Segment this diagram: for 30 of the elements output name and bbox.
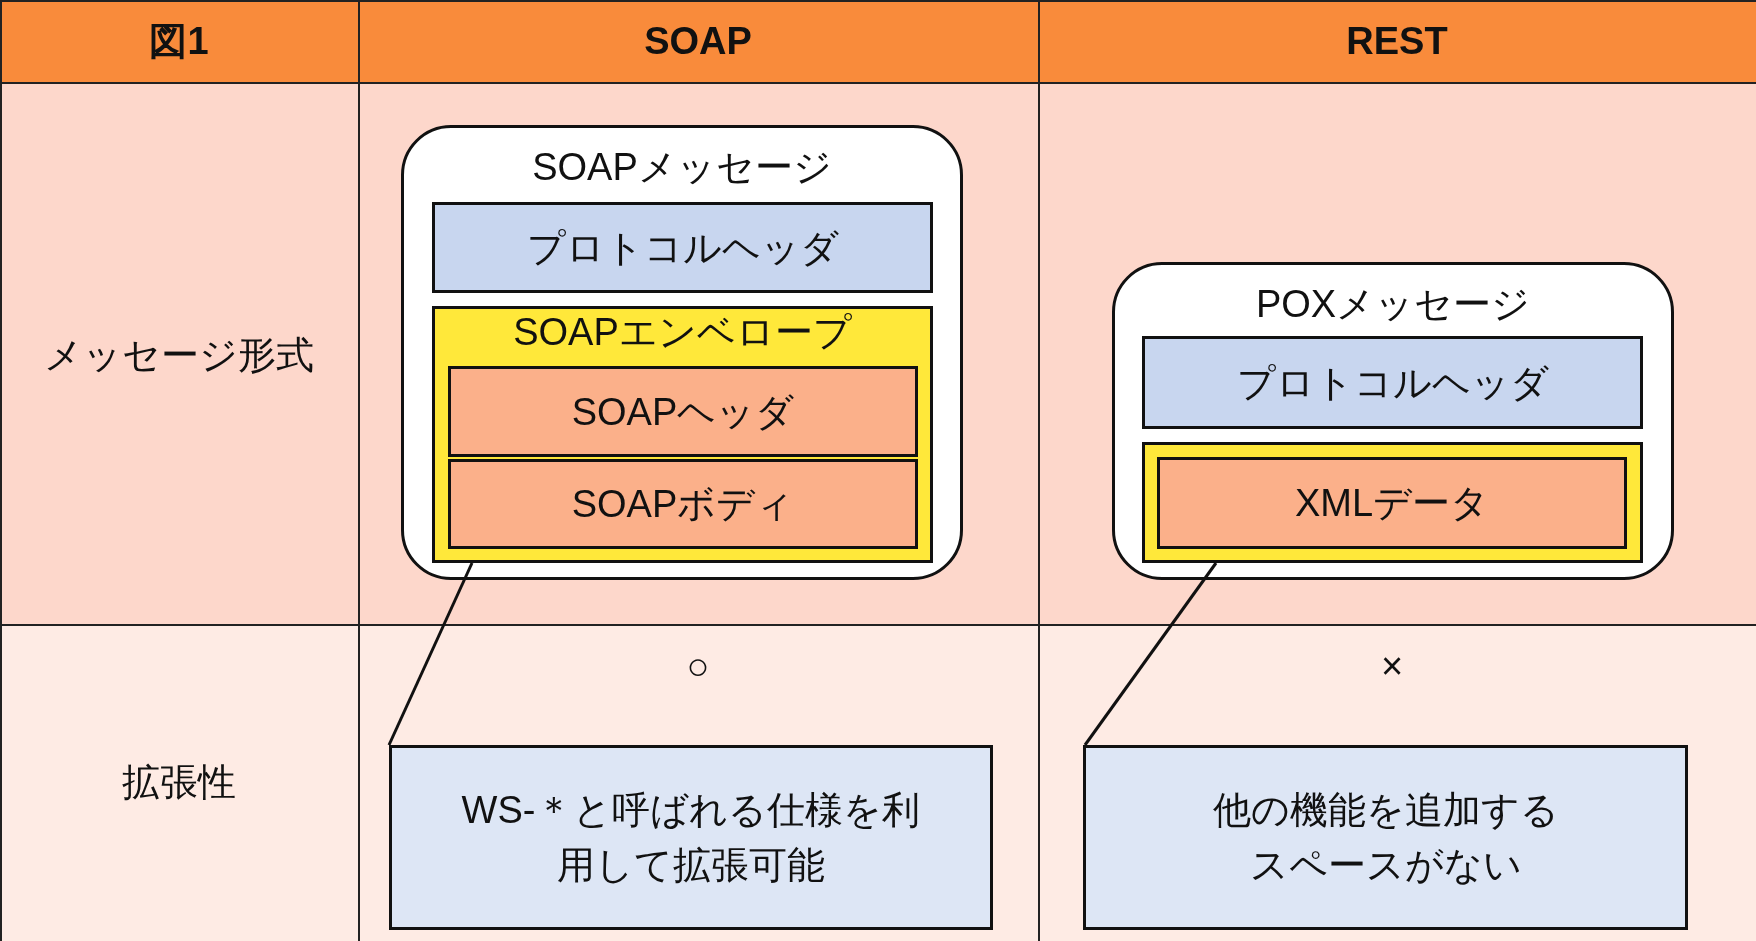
cross-mark: × [1380,644,1404,688]
column-header: SOAP [644,19,752,63]
envelope-layer [1142,442,1643,563]
message-box-label: SOAPメッセージ [531,148,833,186]
message-box [1112,262,1674,580]
envelope-layer [432,306,933,563]
header-layer-label: プロトコルヘッダ [525,225,840,270]
row-header: 拡張性 [122,759,236,805]
row-header: メッセージ形式 [44,332,314,378]
callout-box-label: WS-＊と呼ばれる仕様を利用して拡張可能 [460,787,922,888]
callout-box [389,745,993,930]
message-box-label: POXメッセージ [1254,285,1532,323]
body-layer-label: SOAPボディ [570,481,796,527]
leader-line [1083,562,1218,746]
body-layer [448,459,918,549]
circle-mark: ○ [686,644,710,688]
figure-number: 図1 [149,18,209,64]
callout-box-label: 他の機能を追加するスペースがない [1211,787,1560,888]
header-layer [1142,336,1643,429]
data-layer [1157,457,1627,549]
column-header: REST [1346,19,1448,63]
leader-line [387,562,474,746]
data-layer-label: XMLデータ [1293,480,1491,526]
callout-box [1083,745,1688,930]
message-box [401,125,963,580]
envelope-layer-label: SOAPエンベロープ [512,313,853,351]
header-layer-label: プロトコルヘッダ [1235,360,1550,405]
header-layer [432,202,933,293]
header-layer [448,366,918,457]
header-layer-label: SOAPヘッダ [570,389,796,434]
